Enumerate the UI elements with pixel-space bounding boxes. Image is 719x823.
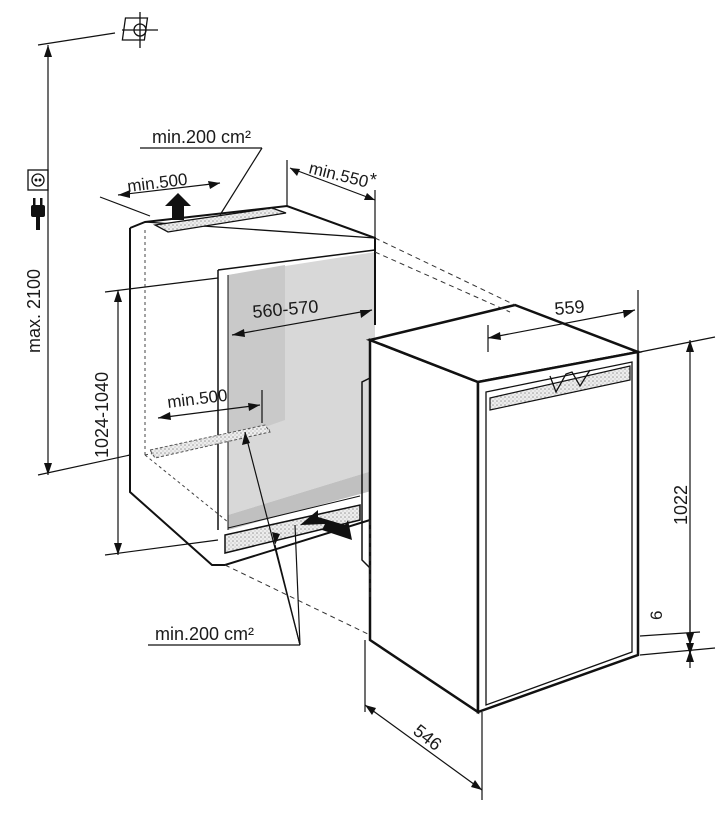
door-handle-strip [489, 365, 631, 411]
alignment-lines [224, 237, 516, 636]
floor-vent-outline [149, 424, 271, 459]
power-plug-icon [31, 198, 45, 230]
niche-opening [217, 249, 376, 271]
niche-height-label: 1024-1040 [92, 372, 112, 458]
max-socket-height-label: max. 2100 [24, 269, 44, 353]
niche-floor [228, 470, 375, 530]
dimension-lines [37, 32, 716, 800]
appliance-side [476, 350, 640, 714]
niche-side-wall [228, 265, 285, 440]
appliance-width-label: 559 [554, 296, 586, 319]
appliance-body [361, 303, 643, 715]
door-handle-grip [549, 369, 591, 394]
appliance-door-panel [485, 361, 633, 706]
top-airflow-arrow [165, 193, 191, 220]
plinth-airflow-arrow [300, 510, 352, 540]
bottom-vent-area-label: min.200 cm² [155, 624, 254, 644]
bottom-offset-label: 6 [647, 611, 666, 620]
top-vent-area-label: min.200 cm² [152, 127, 251, 147]
power-socket-icon [27, 169, 49, 191]
top-vent-grille [152, 207, 287, 233]
bottom-depth-label: min.500 [166, 386, 228, 412]
appliance-depth-label: 546 [410, 720, 446, 754]
mounting-point-icon [121, 12, 158, 48]
appliance-height-label: 1022 [671, 485, 691, 525]
top-depth-label: min.500 [126, 170, 188, 196]
niche-cabinet [129, 193, 376, 566]
dimension-arrowheads [44, 45, 694, 790]
rear-recess [361, 377, 371, 569]
cabinet-hidden-lines [144, 230, 271, 523]
plinth-shelf-line [227, 495, 361, 529]
asterisk-label: * [370, 170, 377, 190]
appliance-front [368, 338, 480, 715]
